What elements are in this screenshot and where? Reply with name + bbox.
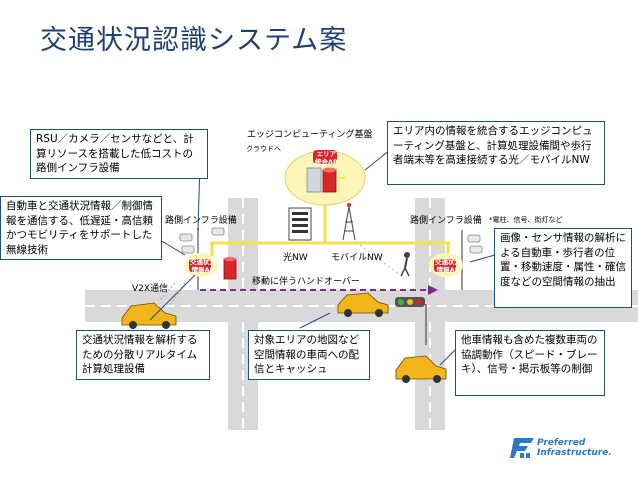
callout-image-analysis: 画像・センサ情報の解析による自動車・歩行者の位置・移動速度・属性・確信度などの空…	[494, 228, 632, 308]
callout-wireless: 自動車と交通状況情報／制御情報を通信する、低遅延・高信頼かつモビリティをサポート…	[0, 196, 162, 260]
v2x-signal	[159, 282, 186, 306]
mobile-nw-label: モバイルNW	[331, 253, 383, 263]
edge-platform-label: エッジコンピューティング基盤	[247, 130, 373, 140]
building-icon	[288, 207, 312, 241]
edge-platform-node	[284, 150, 366, 206]
traffic-light-icon	[395, 297, 427, 345]
roadside-note-label: *電柱、信号、街灯など	[489, 216, 563, 224]
callout-coop-control: 他車情報も含めた複数車両の協調動作（スピード・ブレーキ）、信号・掲示板等の制御	[455, 330, 605, 396]
handover-label: 移動に伴うハンドオーバー	[252, 277, 360, 287]
pedestrian-icon	[400, 252, 410, 277]
callout-map-delivery: 対象エリアの地図など空間情報の車両への配信とキャッシュ	[248, 330, 370, 380]
cloud-label: クラウドへ	[246, 145, 281, 153]
callout-area-info: エリア内の情報を統合するエッジコンピューティング基盤と、計算処理設備間や歩行者端…	[387, 121, 605, 185]
page-title: 交通状況認識システム案	[40, 25, 348, 56]
roadside-left-label: 路側インフラ設備	[165, 216, 237, 226]
car-left	[121, 302, 177, 329]
preferred-infrastructure-logo-icon	[510, 438, 534, 458]
logo-text: Preferred Infrastructure.	[537, 438, 612, 458]
handover-arrow	[200, 285, 438, 295]
optical-nw-label: 光NW	[283, 253, 308, 263]
traffic-ap-left-label: 交通状況 情報AP	[190, 258, 216, 274]
traffic-ap-right-label: 交通状況 情報AP	[435, 258, 461, 274]
v2x-label: V2X通信	[132, 284, 169, 294]
roadside-infra-right	[429, 230, 483, 290]
logo-line-2: Infrastructure.	[537, 448, 612, 458]
roadside-infra-left	[179, 227, 237, 290]
car-middle	[337, 292, 389, 317]
callout-rsu: RSU／カメラ／センサなどと、計算リソースを搭載した低コストの路側インフラ設備	[30, 129, 208, 179]
logo-line-1: Preferred	[537, 438, 586, 448]
cell-tower-icon	[342, 203, 401, 276]
area-integration-ap-label: エリア 統合AP	[315, 150, 338, 166]
roadside-right-label: 路側インフラ設備	[410, 216, 482, 226]
car-bottom	[395, 355, 447, 383]
callout-distributed-compute: 交通状況情報を解析するための分散リアルタイム計算処理設備	[76, 330, 210, 380]
